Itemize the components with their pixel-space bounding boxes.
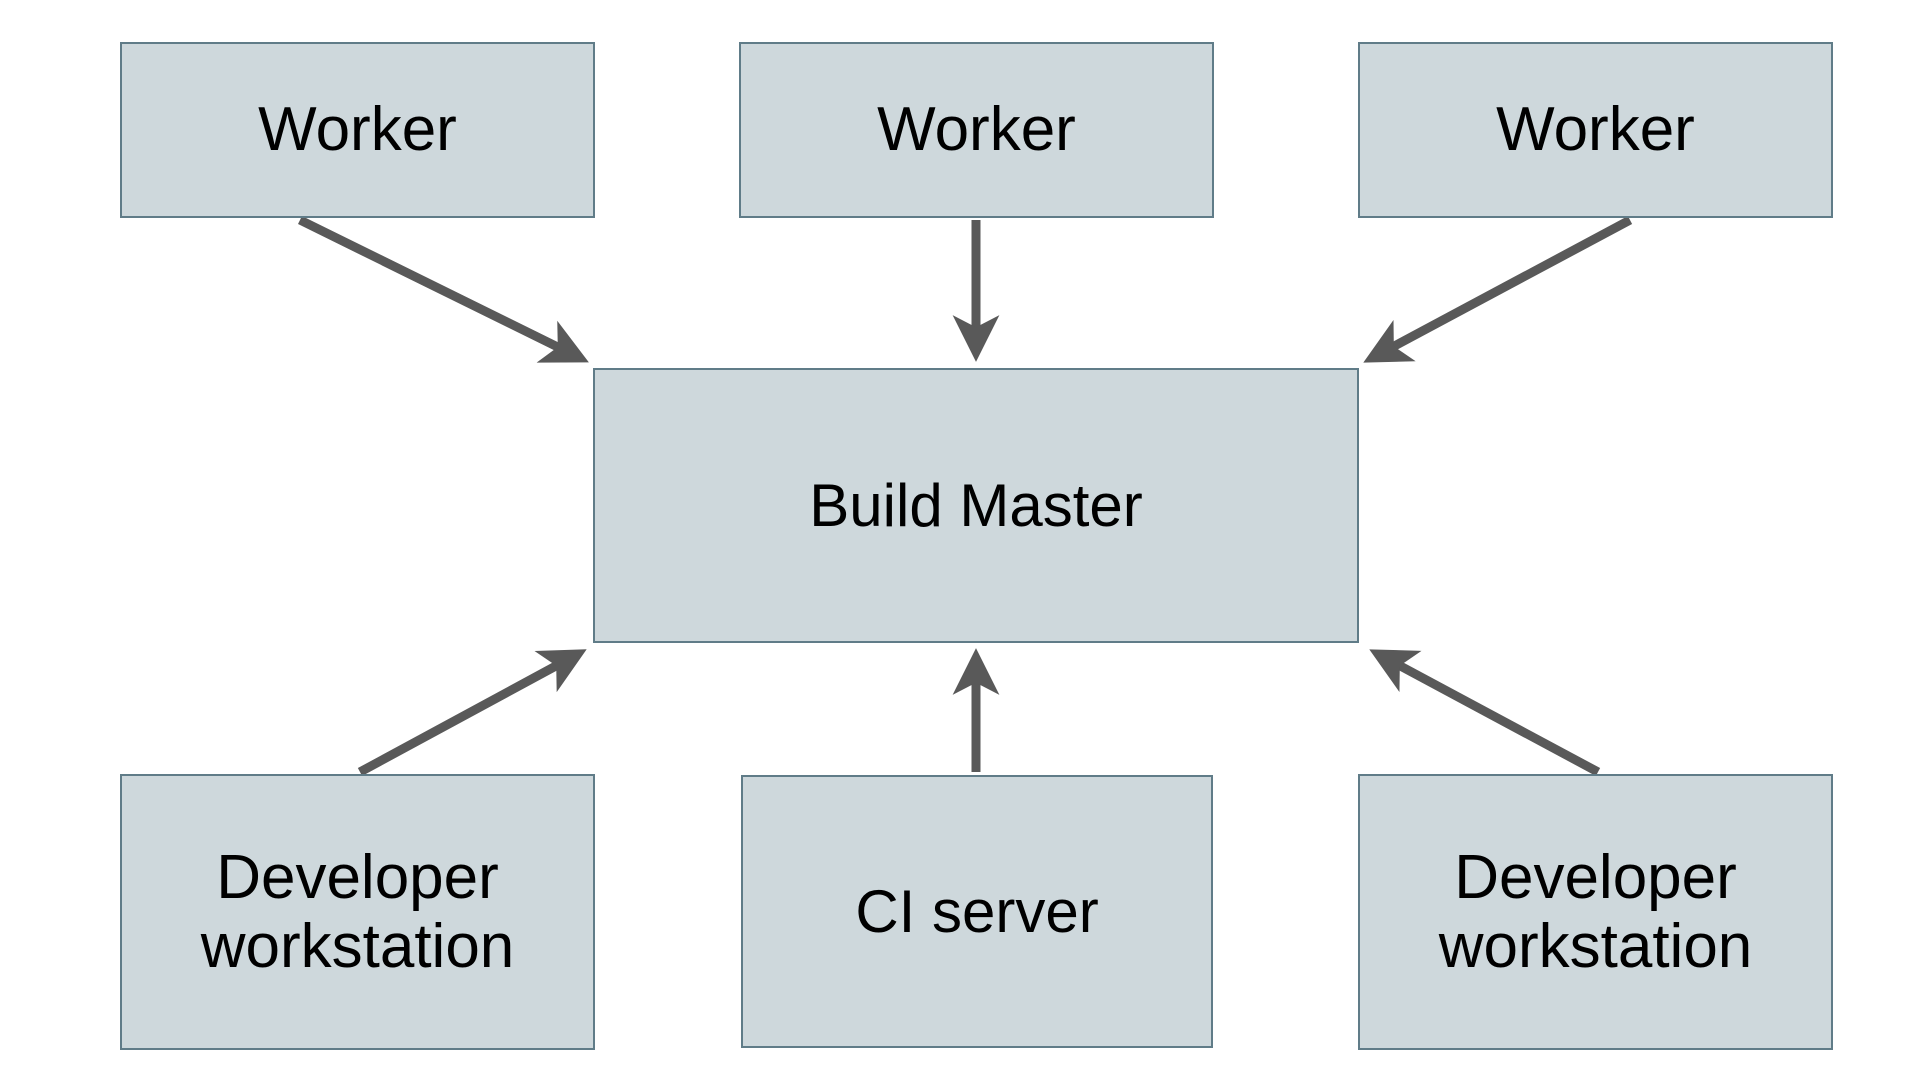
node-ci-server-label: CI server (855, 877, 1099, 945)
node-build-master[interactable]: Build Master (593, 368, 1359, 643)
node-worker-1[interactable]: Worker (120, 42, 595, 218)
node-developer-workstation-left[interactable]: Developer workstation (120, 774, 595, 1050)
node-developer-workstation-right[interactable]: Developer workstation (1358, 774, 1833, 1050)
node-worker-3-label: Worker (1496, 95, 1695, 165)
edge-dev-workstation-left-to-build-master (357, 649, 587, 776)
edge-worker-1-to-build-master (298, 215, 589, 363)
node-worker-3[interactable]: Worker (1358, 42, 1833, 218)
edge-dev-workstation-right-to-build-master (1369, 649, 1601, 776)
edge-worker-3-to-build-master (1363, 216, 1633, 363)
node-ci-server[interactable]: CI server (741, 775, 1213, 1048)
node-worker-2-label: Worker (877, 95, 1076, 165)
node-worker-2[interactable]: Worker (739, 42, 1214, 218)
node-developer-workstation-left-label: Developer workstation (200, 842, 515, 981)
node-worker-1-label: Worker (258, 95, 457, 165)
node-developer-workstation-right-label: Developer workstation (1438, 842, 1753, 981)
node-build-master-label: Build Master (809, 471, 1143, 539)
